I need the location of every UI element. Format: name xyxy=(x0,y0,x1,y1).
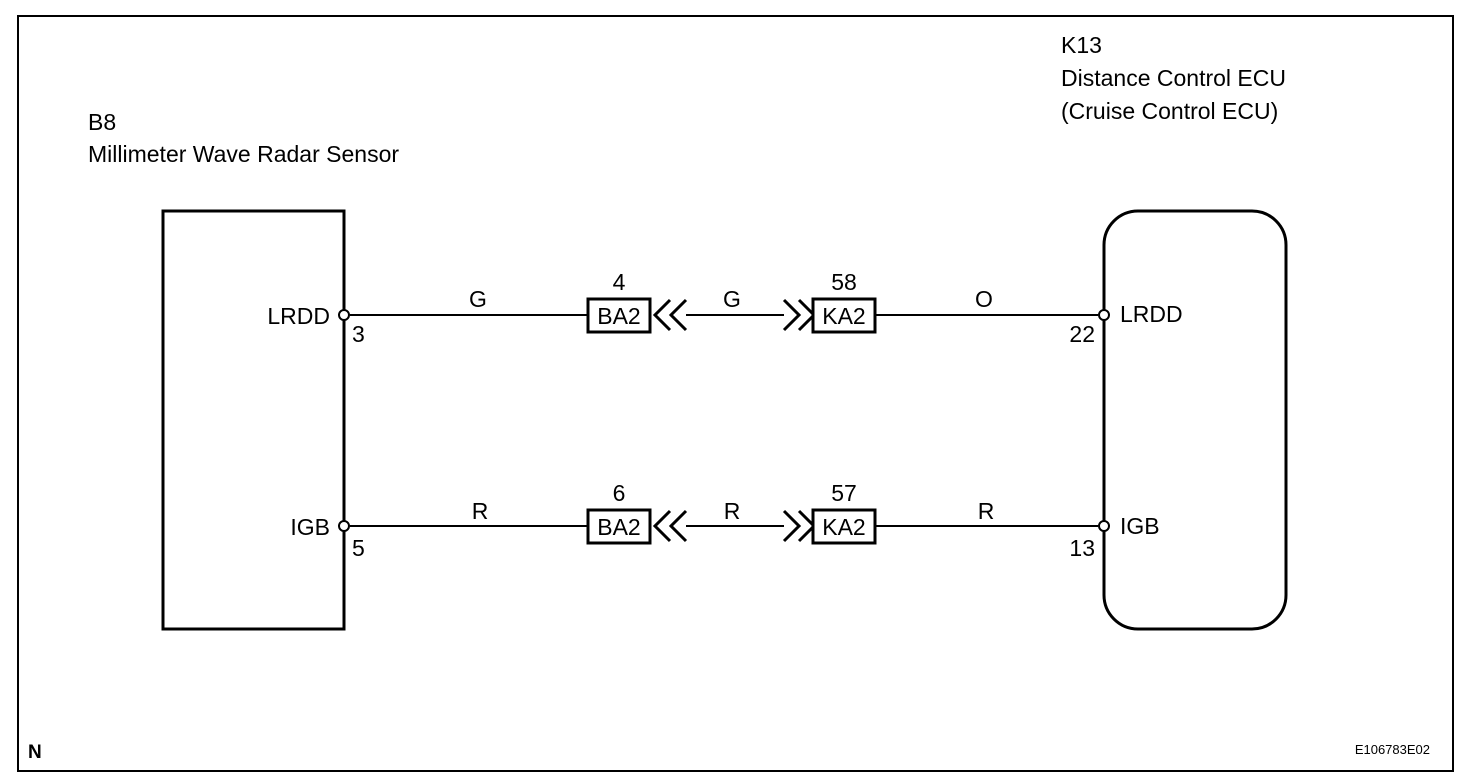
right-pin-number: 13 xyxy=(1069,535,1095,561)
corner-mark: N xyxy=(28,742,42,763)
left-pin-name: LRDD xyxy=(267,303,330,329)
right-component-alt-name: (Cruise Control ECU) xyxy=(1061,98,1278,124)
male-terminal-icon xyxy=(782,298,802,332)
wire-color-label: R xyxy=(724,498,741,524)
left-pin-number: 3 xyxy=(352,321,365,347)
right-pin-name: LRDD xyxy=(1120,301,1183,327)
connector-name: KA2 xyxy=(822,303,865,329)
connector-name: KA2 xyxy=(822,514,865,540)
connector-pin-number: 58 xyxy=(831,269,857,295)
diagram-frame xyxy=(17,15,1454,772)
wire-color-label: G xyxy=(723,286,741,312)
ecu-box xyxy=(1102,209,1288,631)
connector-box xyxy=(586,297,652,334)
pin-terminal-icon xyxy=(338,309,350,321)
left-component-code: B8 xyxy=(88,109,116,135)
male-terminal-icon xyxy=(782,509,802,543)
connector-name: BA2 xyxy=(597,303,640,329)
female-terminal-icon xyxy=(652,298,672,332)
left-component-name: Millimeter Wave Radar Sensor xyxy=(88,141,399,167)
wire-color-label: O xyxy=(975,286,993,312)
wire-color-label: R xyxy=(472,498,489,524)
right-pin-name: IGB xyxy=(1120,513,1160,539)
connector-pin-number: 6 xyxy=(613,480,626,506)
connector-box xyxy=(811,297,877,334)
connector-box xyxy=(586,508,652,545)
pin-terminal-icon xyxy=(1098,520,1110,532)
wire-color-label: G xyxy=(469,286,487,312)
right-pin-number: 22 xyxy=(1069,321,1095,347)
female-terminal-icon xyxy=(668,509,688,543)
wire-color-label: R xyxy=(978,498,995,524)
radar-sensor-box xyxy=(161,209,346,631)
female-terminal-icon xyxy=(668,298,688,332)
connector-pin-number: 57 xyxy=(831,480,857,506)
pin-terminal-icon xyxy=(338,520,350,532)
right-component-code: K13 xyxy=(1061,32,1102,58)
connector-pin-number: 4 xyxy=(613,269,626,295)
connector-name: BA2 xyxy=(597,514,640,540)
circuit-igb: IGB 5 IGB 13 R R R BA2 6 KA2 57 xyxy=(290,480,1159,561)
right-component-name: Distance Control ECU xyxy=(1061,65,1286,91)
connector-box xyxy=(811,508,877,545)
left-pin-name: IGB xyxy=(290,514,330,540)
pin-terminal-icon xyxy=(1098,309,1110,321)
figure-id: E106783E02 xyxy=(1355,742,1430,757)
circuit-lrdd: LRDD 3 LRDD 22 G G O BA2 4 KA2 58 xyxy=(267,269,1182,347)
left-pin-number: 5 xyxy=(352,535,365,561)
female-terminal-icon xyxy=(652,509,672,543)
